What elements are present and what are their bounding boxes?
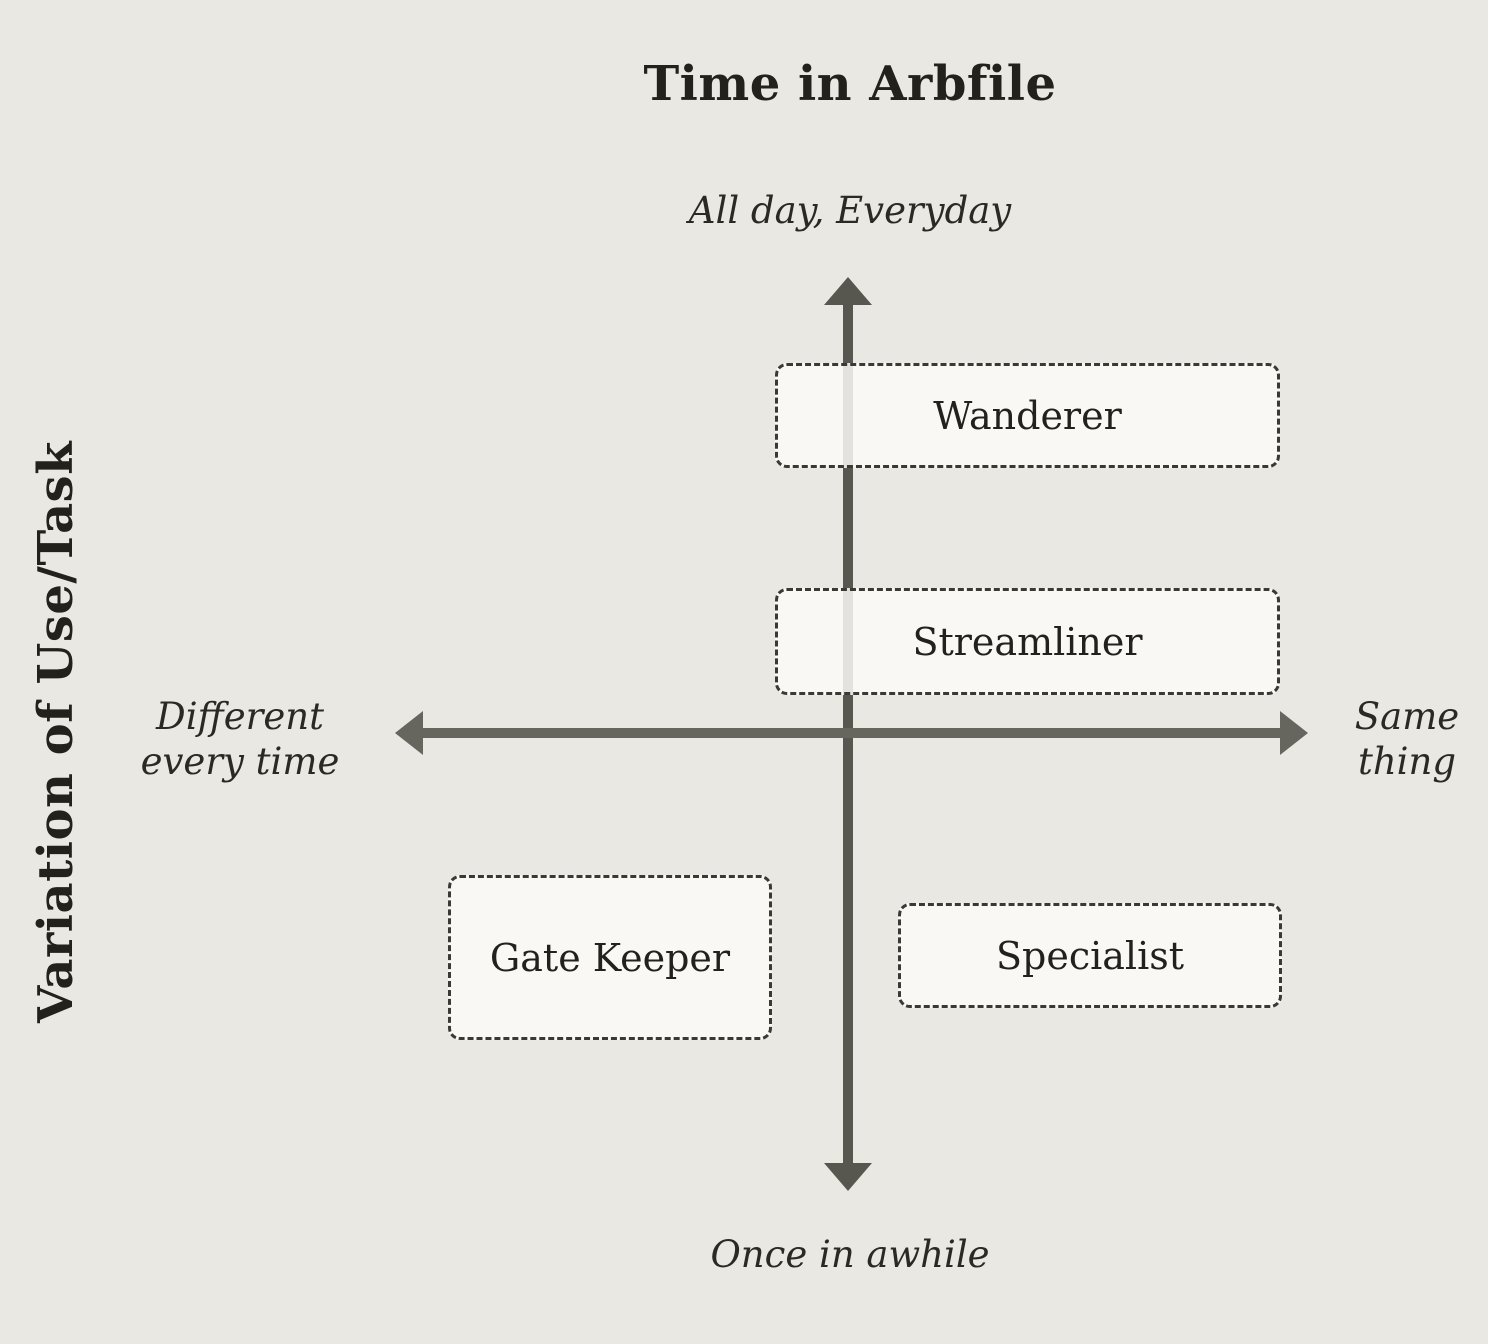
quadrant-box-wanderer: Wanderer bbox=[775, 363, 1280, 468]
horizontal-axis-line bbox=[420, 728, 1282, 738]
right-label-line1: Same bbox=[1354, 695, 1460, 738]
diagram-title: Time in Arbfile bbox=[643, 56, 1057, 112]
vertical-axis-bottom-label: Once in awhile bbox=[710, 1233, 990, 1276]
horizontal-axis-left-label: Different every time bbox=[130, 694, 350, 784]
quadrant-box-label: Specialist bbox=[995, 933, 1184, 978]
y-axis-title: Variation of Use/Task bbox=[28, 441, 84, 1023]
quadrant-box-specialist: Specialist bbox=[898, 903, 1282, 1008]
quadrant-box-gate-keeper: Gate Keeper bbox=[448, 875, 772, 1040]
quadrant-box-label: Wanderer bbox=[933, 393, 1122, 438]
quadrant-box-streamliner: Streamliner bbox=[775, 588, 1280, 695]
quadrant-box-label: Streamliner bbox=[912, 619, 1143, 664]
arrowhead-down-icon bbox=[824, 1163, 872, 1191]
quadrant-box-label: Gate Keeper bbox=[489, 935, 731, 980]
arrowhead-left-icon bbox=[395, 711, 423, 755]
left-label-line2: every time bbox=[140, 740, 340, 784]
horizontal-axis-right-label: Same thing bbox=[1342, 694, 1472, 784]
arrowhead-right-icon bbox=[1280, 711, 1308, 755]
right-label-line2: thing bbox=[1357, 740, 1457, 784]
vertical-axis-top-label: All day, Everyday bbox=[688, 189, 1012, 232]
left-label-line1: Different bbox=[156, 695, 324, 738]
arrowhead-up-icon bbox=[824, 277, 872, 305]
